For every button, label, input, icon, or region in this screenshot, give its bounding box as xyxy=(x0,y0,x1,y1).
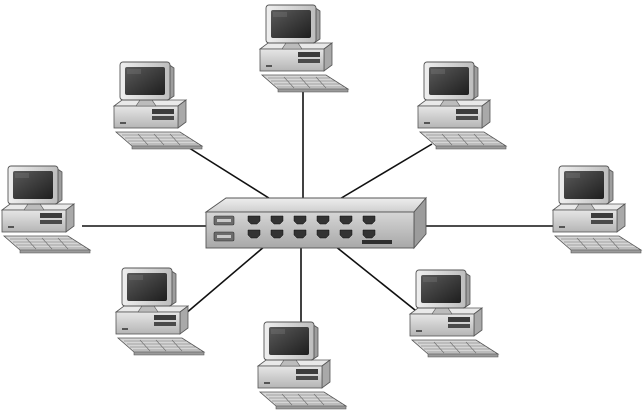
desktop-computer-icon xyxy=(257,321,347,410)
rj45-port xyxy=(316,215,330,225)
rj45-port xyxy=(293,215,307,225)
pc-bottom-left xyxy=(115,267,205,356)
cable-to-pc-bottom-right xyxy=(334,245,426,319)
rj45-port xyxy=(339,229,353,239)
rj45-port xyxy=(247,215,261,225)
cable-to-pc-bottom-left xyxy=(177,245,266,321)
desktop-computer-icon xyxy=(113,61,203,150)
desktop-computer-icon xyxy=(409,269,499,358)
desktop-computer-icon xyxy=(1,165,91,254)
desktop-computer-icon xyxy=(115,267,205,356)
rj45-port xyxy=(270,229,284,239)
pc-right xyxy=(552,165,642,254)
rj45-port xyxy=(339,215,353,225)
rj45-port xyxy=(316,229,330,239)
desktop-computer-icon xyxy=(417,61,507,150)
pc-bottom-right xyxy=(409,269,499,358)
pc-top-left xyxy=(113,61,203,150)
hub-switch xyxy=(204,196,427,250)
desktop-computer-icon xyxy=(552,165,642,254)
switch-ports xyxy=(247,215,376,239)
pc-top xyxy=(259,4,349,93)
console-ports xyxy=(213,215,235,242)
network-cables xyxy=(82,88,558,326)
rj45-port xyxy=(362,229,376,239)
pc-top-right xyxy=(417,61,507,150)
cable-to-pc-top-left xyxy=(185,145,273,201)
cable-to-pc-top-right xyxy=(337,143,433,201)
pc-bottom xyxy=(257,321,347,410)
rj45-port xyxy=(362,215,376,225)
network-switch-icon xyxy=(204,196,427,250)
status-indicator-strip xyxy=(362,240,392,244)
rj45-port xyxy=(270,215,284,225)
rj45-port xyxy=(247,229,261,239)
rj45-port xyxy=(293,229,307,239)
pc-left xyxy=(1,165,91,254)
desktop-computer-icon xyxy=(259,4,349,93)
